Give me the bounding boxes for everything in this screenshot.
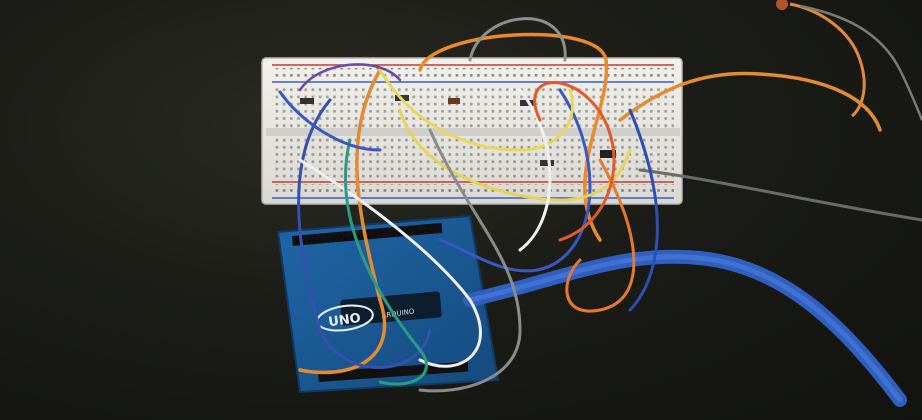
wire-yellow <box>378 68 575 152</box>
arduino-header-bottom <box>317 361 469 382</box>
usb-cable-icon <box>463 249 907 407</box>
wire-red <box>533 81 616 242</box>
wire-blue <box>438 88 592 273</box>
wire-blue <box>628 108 659 312</box>
breadboard-component <box>448 98 460 104</box>
wire-orange <box>565 158 636 313</box>
wire-gray <box>468 17 567 62</box>
wire-purple <box>298 63 402 92</box>
wire-white <box>518 88 552 252</box>
wire-blue <box>278 90 382 152</box>
breadboard-center-channel <box>266 128 680 136</box>
wire-orange <box>298 68 387 375</box>
breadboard-component <box>520 100 534 106</box>
jumper-wires <box>278 17 922 393</box>
breadboard-component <box>600 150 616 158</box>
breadboard-component <box>300 98 314 104</box>
wire-orange <box>618 71 882 132</box>
arduino-logo-text: UNO <box>327 311 361 330</box>
wire-orange <box>418 32 609 242</box>
wire-green <box>344 138 428 386</box>
led-icon <box>776 0 922 121</box>
wire-white <box>298 158 482 368</box>
wire-gray <box>418 128 522 393</box>
wire-gray <box>638 168 922 222</box>
breadboard-component <box>540 160 554 166</box>
